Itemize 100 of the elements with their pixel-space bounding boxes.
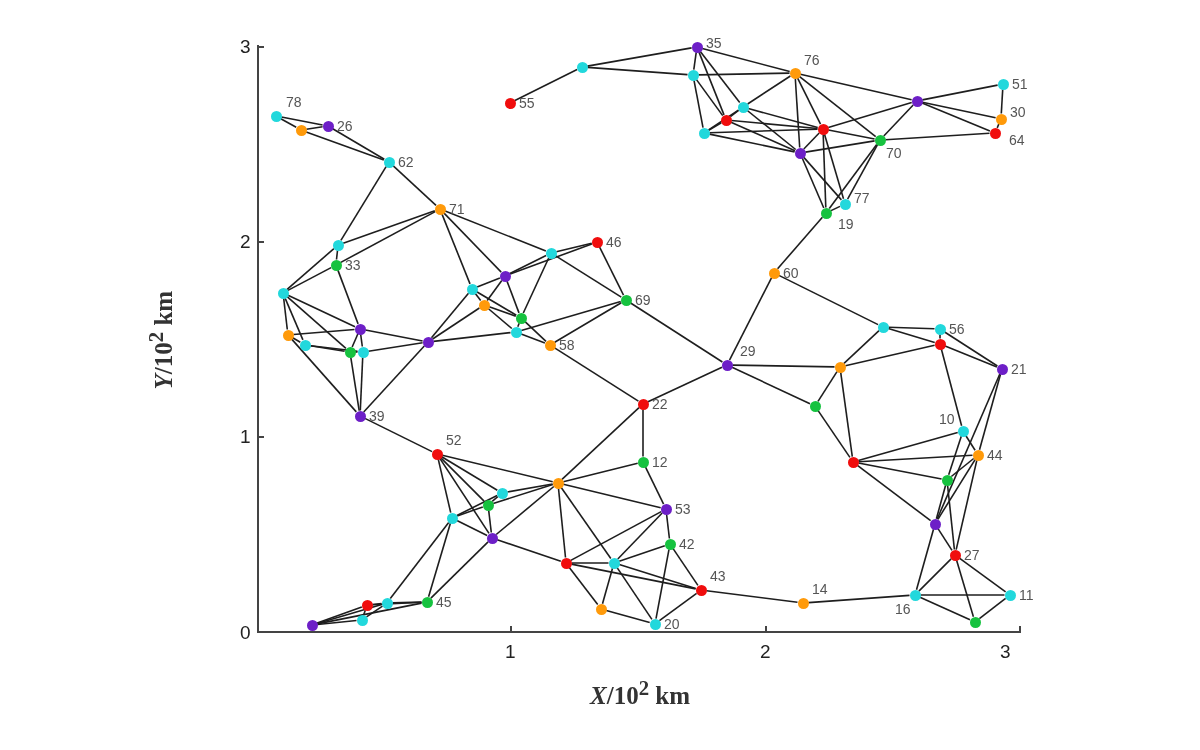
network-node — [997, 78, 1009, 90]
node-number: 77 — [854, 190, 870, 206]
link-line — [456, 506, 484, 517]
network-node — [934, 338, 946, 350]
link-line — [642, 408, 644, 458]
node-number: 53 — [675, 501, 691, 517]
link-line — [701, 47, 791, 73]
network-node — [306, 619, 318, 631]
node-number: 70 — [886, 145, 902, 161]
link-line — [496, 539, 562, 562]
link-line — [427, 522, 452, 598]
link-line — [514, 68, 578, 102]
network-node — [637, 398, 649, 410]
link-line — [517, 322, 520, 328]
node-number: 39 — [369, 408, 385, 424]
network-node — [794, 147, 806, 159]
node-number: 16 — [895, 601, 911, 617]
network-node — [383, 156, 395, 168]
link-line — [351, 333, 359, 348]
link-line — [557, 487, 567, 559]
link-line — [794, 77, 801, 149]
axis-title: X/10$^{2}$ km — [590, 675, 691, 711]
axis-tick-label: 1 — [240, 426, 251, 448]
link-line — [456, 494, 498, 517]
link-line — [804, 140, 876, 153]
link-line — [605, 609, 651, 624]
network-node — [295, 124, 307, 136]
link-line — [695, 78, 724, 117]
network-node — [434, 203, 446, 215]
network-node — [576, 61, 588, 73]
link-line — [776, 216, 824, 270]
link-line — [843, 329, 880, 365]
link-line — [337, 269, 359, 325]
network-node — [332, 239, 344, 251]
link-line — [802, 156, 843, 201]
node-number: 20 — [664, 616, 680, 632]
link-line — [658, 592, 698, 622]
link-line — [509, 254, 547, 275]
link-line — [919, 596, 971, 621]
link-line — [476, 277, 501, 288]
link-line — [617, 512, 663, 560]
link-line — [509, 243, 593, 275]
link-line — [708, 128, 819, 134]
link-line — [828, 143, 878, 210]
node-number: 29 — [740, 343, 756, 359]
network-node — [620, 294, 632, 306]
link-line — [456, 519, 488, 537]
link-line — [286, 247, 335, 291]
link-line — [887, 327, 936, 344]
link-line — [731, 366, 811, 405]
network-node — [322, 120, 334, 132]
link-line — [487, 509, 493, 534]
node-number: 21 — [1011, 361, 1027, 377]
network-node — [839, 198, 851, 210]
network-node — [560, 557, 572, 569]
network-node — [995, 113, 1007, 125]
link-line — [487, 307, 513, 330]
network-node — [909, 589, 921, 601]
network-node — [768, 267, 780, 279]
link-line — [655, 548, 670, 620]
node-number: 14 — [812, 581, 828, 597]
link-line — [570, 562, 610, 564]
link-line — [919, 594, 1006, 596]
link-line — [562, 483, 662, 509]
network-node — [637, 456, 649, 468]
link-line — [444, 210, 547, 252]
link-line — [665, 513, 671, 540]
link-line — [350, 356, 360, 412]
network-node — [989, 127, 1001, 139]
link-line — [618, 545, 666, 562]
node-number: 78 — [286, 94, 302, 110]
link-line — [996, 123, 1000, 129]
link-line — [857, 454, 974, 463]
link-line — [554, 255, 623, 298]
link-line — [441, 454, 554, 483]
node-number: 12 — [652, 454, 668, 470]
link-line — [921, 101, 997, 119]
link-line — [432, 331, 512, 343]
link-line — [746, 109, 797, 151]
link-line — [492, 483, 554, 505]
network-node — [934, 323, 946, 335]
link-line — [839, 371, 854, 458]
link-line — [728, 277, 773, 361]
network-node — [996, 363, 1008, 375]
link-line — [616, 566, 653, 621]
link-line — [958, 557, 1007, 593]
network-node — [608, 557, 620, 569]
link-line — [568, 566, 599, 606]
link-line — [798, 75, 877, 138]
node-number: 22 — [652, 396, 668, 412]
node-number: 60 — [783, 265, 799, 281]
network-node — [847, 456, 859, 468]
node-number: 27 — [964, 547, 980, 563]
link-line — [978, 597, 1007, 620]
axis-tick-label: 1 — [505, 641, 516, 663]
link-line — [316, 602, 423, 625]
link-line — [629, 302, 724, 363]
network-node — [595, 603, 607, 615]
network-node — [421, 596, 433, 608]
link-line — [441, 213, 471, 285]
